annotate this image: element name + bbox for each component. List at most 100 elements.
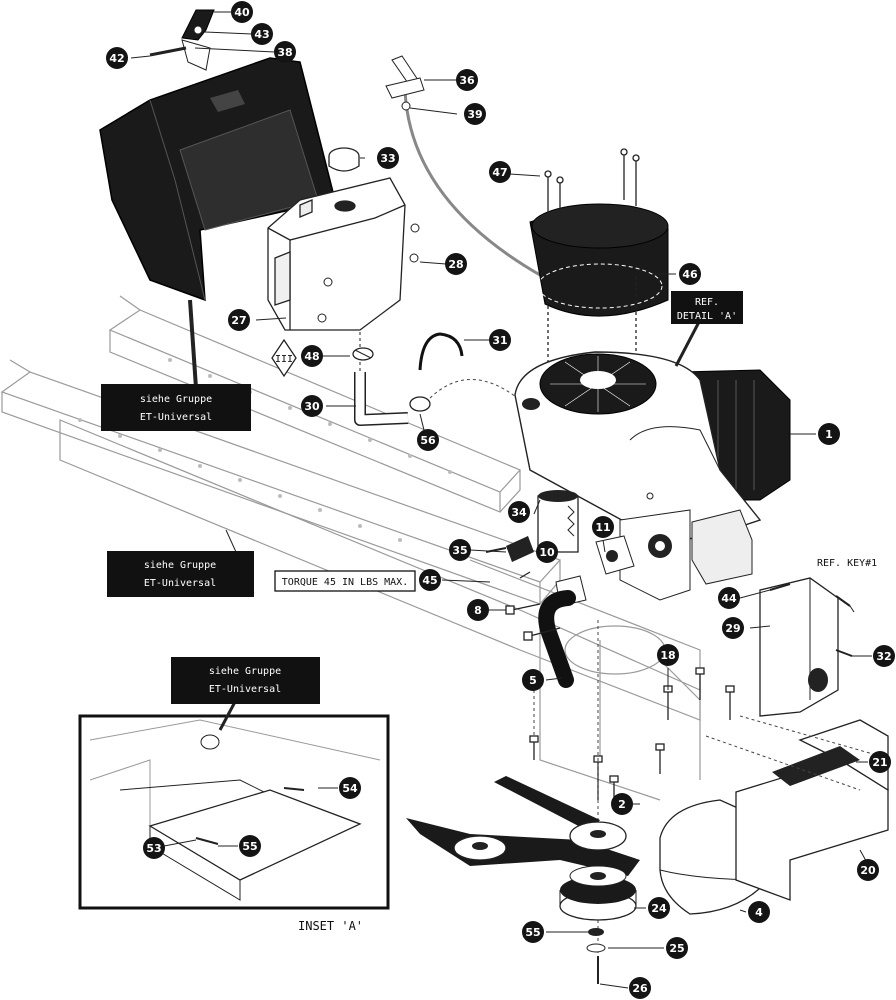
callout-bubble xyxy=(228,309,250,331)
group-box-2-line2: ET-Universal xyxy=(144,578,216,589)
callout-bubble xyxy=(467,599,489,621)
callout-43: 43 xyxy=(251,23,273,45)
callout-number: 1 xyxy=(825,428,833,441)
callout-bubble xyxy=(301,345,323,367)
callout-number: 42 xyxy=(109,52,124,65)
callout-bubble xyxy=(869,751,891,773)
callout-number: 32 xyxy=(876,650,891,663)
callout-number: 55 xyxy=(242,840,257,853)
pulley-washers xyxy=(586,928,606,984)
air-shroud xyxy=(529,203,669,317)
group-box-2: siehe Gruppe ET-Universal xyxy=(107,551,254,597)
callout-11: 11 xyxy=(592,516,614,538)
ref-detail-line1: REF. xyxy=(695,297,719,308)
callout-25: 25 xyxy=(666,937,688,959)
callout-29: 29 xyxy=(722,617,744,639)
group-box-2-line1: siehe Gruppe xyxy=(144,560,216,571)
callout-number: 24 xyxy=(651,902,667,915)
callout-bubble xyxy=(722,617,744,639)
callout-bubble xyxy=(274,41,296,63)
callout-46: 46 xyxy=(679,263,701,285)
leader-lines xyxy=(130,11,872,989)
callout-number: 34 xyxy=(511,506,527,519)
callout-bubble xyxy=(657,644,679,666)
group-box-1: siehe Gruppe ET-Universal xyxy=(101,384,251,431)
inset-frame xyxy=(78,714,390,910)
callout-bubble xyxy=(489,329,511,351)
callout-30: 30 xyxy=(301,395,323,417)
throttle-cable xyxy=(385,55,541,277)
callout-1: 1 xyxy=(818,423,840,445)
callout-bubble xyxy=(489,161,511,183)
callout-bubble xyxy=(873,645,895,667)
inset-label: INSET 'A' xyxy=(298,919,363,933)
oil-filter xyxy=(537,490,579,553)
callout-number: 47 xyxy=(492,166,507,179)
callout-47: 47 xyxy=(489,161,511,183)
heat-shield xyxy=(759,577,839,717)
callout-number: 54 xyxy=(342,782,358,795)
hood-bracket xyxy=(149,9,215,71)
fuel-cap xyxy=(328,147,360,172)
callout-bubble xyxy=(251,23,273,45)
group-box-1-line1: siehe Gruppe xyxy=(140,394,212,405)
callout-number: 28 xyxy=(448,258,463,271)
torque-note: TORQUE 45 IN LBS MAX. xyxy=(274,570,416,592)
callout-number: 43 xyxy=(254,28,269,41)
callout-number: 40 xyxy=(234,6,250,19)
callout-45: 45 xyxy=(419,569,441,591)
torque-label: TORQUE 45 IN LBS MAX. xyxy=(282,577,408,588)
callout-bubble xyxy=(419,569,441,591)
callout-number: 26 xyxy=(632,982,648,995)
group-box-3: siehe Gruppe ET-Universal xyxy=(171,657,320,704)
callout-number: 44 xyxy=(721,592,737,605)
callout-bubble xyxy=(445,253,467,275)
group-box-1-line2: ET-Universal xyxy=(140,412,212,423)
callout-36: 36 xyxy=(456,69,478,91)
hex-symbol-marker: III xyxy=(271,338,297,378)
engine xyxy=(514,351,791,541)
callout-number: 10 xyxy=(539,546,555,559)
callout-number: 48 xyxy=(304,350,319,363)
callout-number: 55 xyxy=(525,926,540,939)
callout-number: 11 xyxy=(595,521,610,534)
muffler-bracket xyxy=(735,719,889,901)
callout-53: 53 xyxy=(143,837,165,859)
callout-bubble xyxy=(456,69,478,91)
callout-number: 45 xyxy=(422,574,437,587)
callout-20: 20 xyxy=(857,859,879,881)
shroud-screws xyxy=(544,148,640,420)
callout-number: 20 xyxy=(860,864,876,877)
tank-screws xyxy=(317,223,420,323)
callout-35: 35 xyxy=(449,539,471,561)
callout-bubble xyxy=(818,423,840,445)
callout-48: 48 xyxy=(301,345,323,367)
callout-40: 40 xyxy=(231,1,253,23)
callout-56: 56 xyxy=(417,429,439,451)
callout-bubble xyxy=(417,429,439,451)
callout-number: 38 xyxy=(277,46,292,59)
callout-10: 10 xyxy=(536,541,558,563)
callout-5: 5 xyxy=(522,669,544,691)
callout-number: 25 xyxy=(669,942,684,955)
callout-4: 4 xyxy=(748,901,770,923)
callout-number: 36 xyxy=(459,74,475,87)
callout-number: 29 xyxy=(725,622,740,635)
callout-number: 4 xyxy=(755,906,763,919)
callout-21: 21 xyxy=(869,751,891,773)
frame-holes xyxy=(78,358,452,542)
callout-55: 55 xyxy=(239,835,261,857)
group-box-3-line2: ET-Universal xyxy=(209,684,281,695)
callout-number: 39 xyxy=(467,108,482,121)
callout-number: 5 xyxy=(529,674,537,687)
callout-number: 53 xyxy=(146,842,161,855)
callout-number: 27 xyxy=(231,314,246,327)
callout-bubble xyxy=(449,539,471,561)
tractor-frame xyxy=(0,295,701,801)
callout-18: 18 xyxy=(657,644,679,666)
callout-number: 33 xyxy=(380,152,395,165)
callout-bubble xyxy=(611,793,633,815)
callout-bubble xyxy=(106,47,128,69)
callout-55: 55 xyxy=(522,921,544,943)
